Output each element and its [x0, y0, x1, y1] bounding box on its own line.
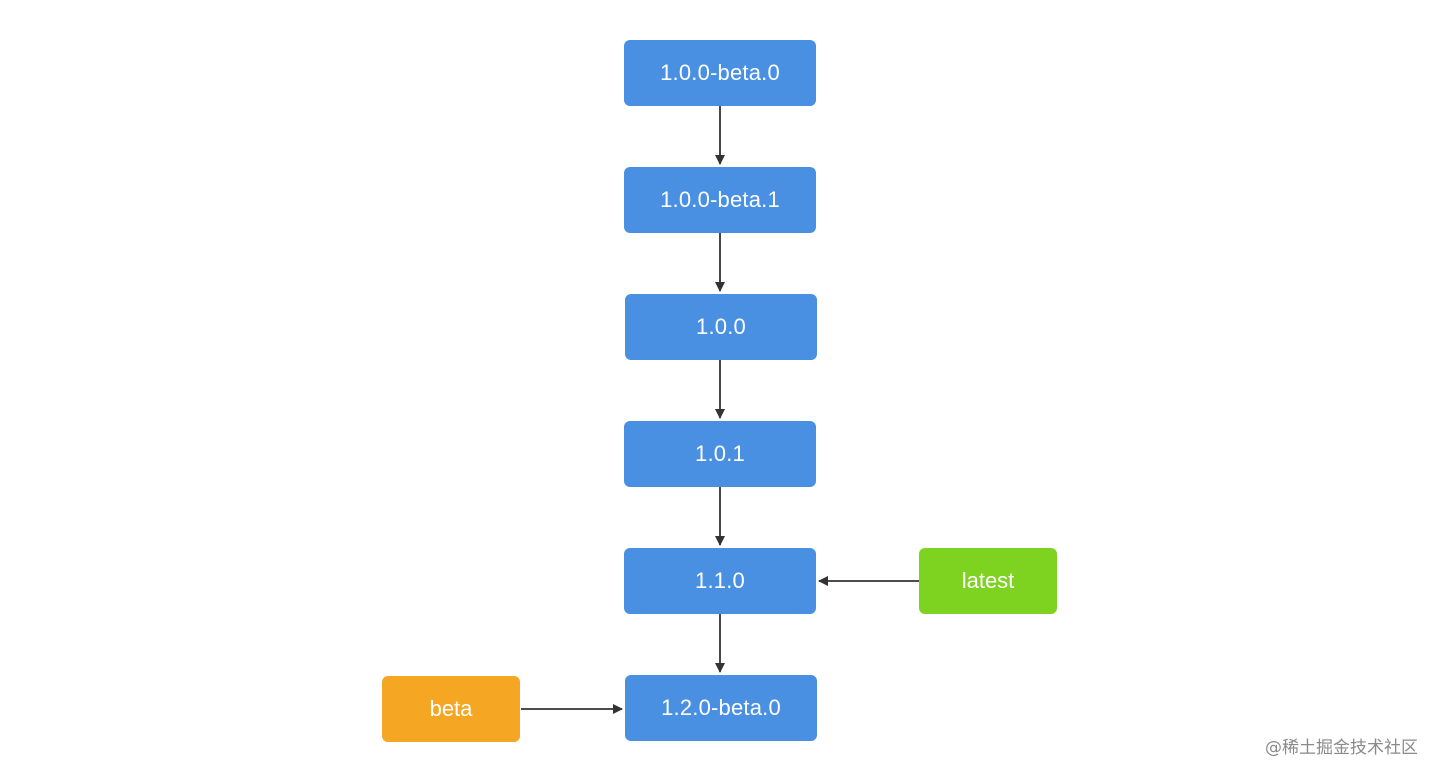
version-node-1-1-0: 1.1.0	[624, 548, 816, 614]
tag-label: beta	[429, 696, 473, 721]
version-node-1-0-0-beta-1: 1.0.0-beta.1	[624, 167, 816, 233]
version-label: 1.0.0	[696, 314, 746, 339]
tag-latest: latest	[919, 548, 1057, 614]
version-label: 1.0.0-beta.1	[660, 187, 780, 212]
version-node-1-0-1: 1.0.1	[624, 421, 816, 487]
version-node-1-0-0-beta-0: 1.0.0-beta.0	[624, 40, 816, 106]
tag-label: latest	[961, 568, 1015, 593]
tag-beta: beta	[382, 676, 520, 742]
version-label: 1.0.0-beta.0	[660, 60, 780, 85]
version-label: 1.1.0	[695, 568, 745, 593]
version-node-1-2-0-beta-0: 1.2.0-beta.0	[625, 675, 817, 741]
version-node-1-0-0: 1.0.0	[625, 294, 817, 360]
version-label: 1.2.0-beta.0	[661, 695, 781, 720]
watermark: @稀土掘金技术社区	[1265, 738, 1418, 758]
version-label: 1.0.1	[695, 441, 745, 466]
